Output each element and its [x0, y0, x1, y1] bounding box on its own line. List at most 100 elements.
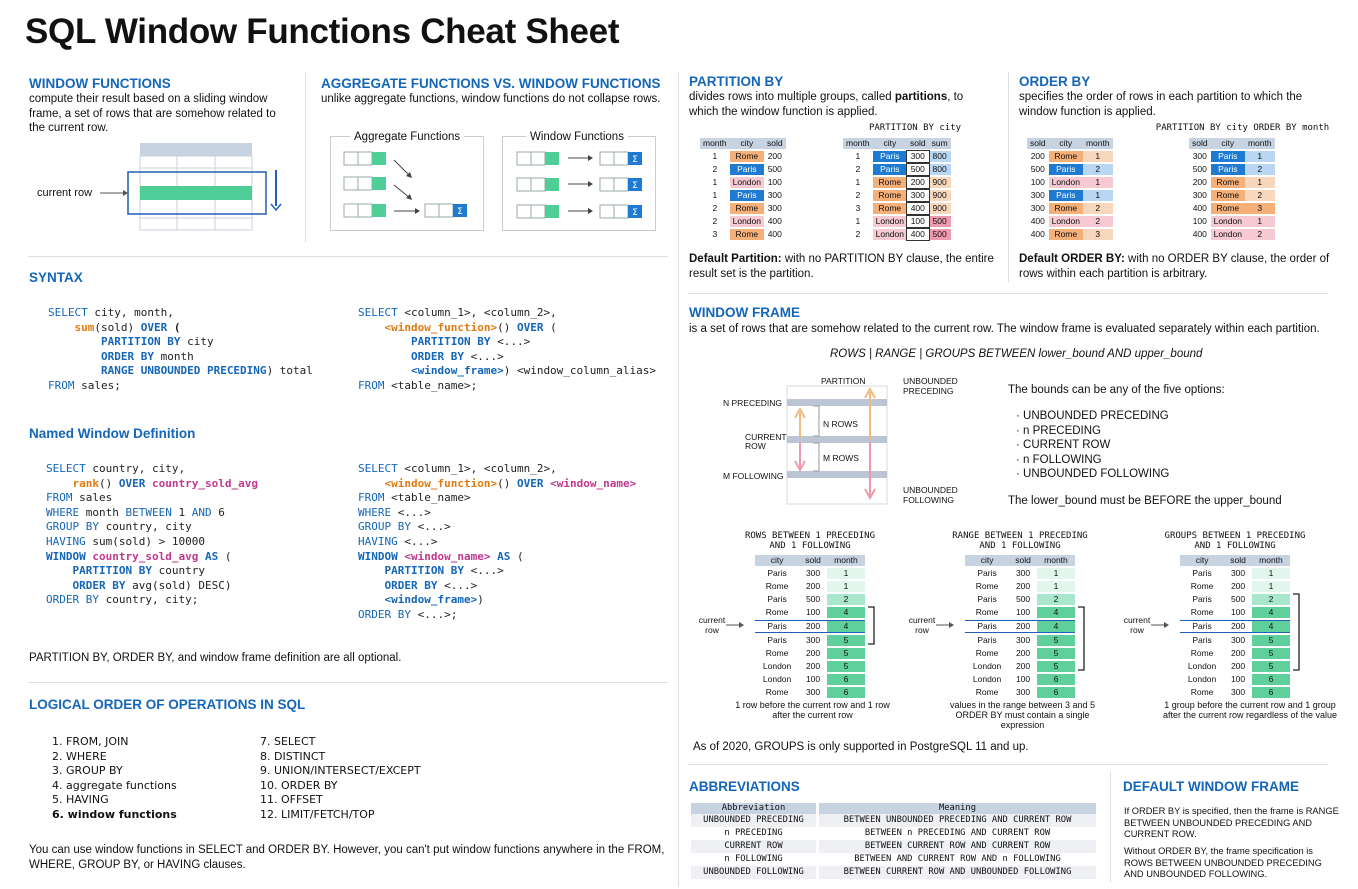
column-header: city [965, 555, 1010, 566]
table-cell: Paris [977, 594, 997, 604]
column-header: month [1036, 555, 1075, 566]
table-cell: Rome [975, 607, 999, 617]
table-cell: 1 [712, 190, 718, 200]
table-cell: 2 [1251, 594, 1290, 605]
logical-step: 11. OFFSET [260, 793, 323, 806]
table-cell: Rome [729, 203, 764, 214]
table-cell: London [972, 674, 1002, 684]
table-cell: 300 [906, 150, 930, 163]
table-cell: Rome [1210, 190, 1245, 201]
table-cell: 300 [1030, 190, 1045, 200]
table-cell: 200 [805, 661, 821, 671]
current-row-label: current row [908, 615, 936, 635]
table-cell: Rome [729, 151, 764, 162]
frame-example-title: GROUPS BETWEEN 1 PRECEDING AND 1 FOLLOWI… [1164, 531, 1306, 551]
column-header: sold [1009, 555, 1037, 566]
table-cell: 200 [1009, 620, 1037, 633]
table-cell: 200 [1192, 177, 1207, 187]
table-cell: 1 [826, 568, 865, 579]
syntax-heading: SYNTAX [29, 270, 83, 285]
table-cell: 2 [855, 164, 861, 174]
table-cell: London [872, 216, 907, 227]
table-cell: 500 [1192, 164, 1207, 174]
table-row: London 200 5 [755, 661, 865, 672]
table-cell: 400 [767, 229, 782, 239]
table-cell: Paris [755, 620, 800, 633]
table-cell: 300 [1015, 635, 1031, 645]
table-cell: 2 [1244, 190, 1275, 201]
table-cell: 300 [805, 635, 821, 645]
order-by-desc: specifies the order of rows in each part… [1019, 91, 1303, 118]
table-cell: Paris [872, 151, 907, 162]
table-cell: Paris [1210, 164, 1245, 175]
table-cell: 2 [712, 203, 718, 213]
window-frame-heading: WINDOW FRAME [689, 305, 800, 320]
table-cell: 200 [767, 151, 782, 161]
table-cell: Rome [975, 687, 999, 697]
table-cell: 2 [1244, 164, 1275, 175]
column-header: city [1048, 138, 1083, 149]
table-cell: London [762, 661, 792, 671]
table-cell: Rome [765, 607, 789, 617]
table-cell: 100 [805, 607, 821, 617]
table-cell: Paris [1048, 190, 1083, 201]
logical-order-left: 1. FROM, JOIN 2. WHERE 3. GROUP BY 4. ag… [52, 735, 177, 822]
table-cell: 3 [855, 203, 861, 213]
table-cell: 2 [1082, 216, 1113, 227]
table-cell: 500 [928, 229, 951, 240]
table-cell: UNBOUNDED PRECEDING [691, 814, 816, 827]
bound-option: · n PRECEDING [1016, 424, 1101, 437]
table-cell: 5 [1251, 648, 1290, 659]
partition-by-heading: PARTITION BY [689, 74, 784, 89]
table-cell: 5 [826, 661, 865, 672]
named-window-code-template: SELECT <column_1>, <column_2>, <window_f… [358, 462, 637, 621]
column-header: city [872, 138, 907, 149]
table-cell: 1 [855, 216, 861, 226]
table-cell: 6 [826, 687, 865, 698]
logical-step: 9. UNION/INTERSECT/EXCEPT [260, 764, 421, 777]
table-cell: Rome [1190, 607, 1214, 617]
column-header: month [826, 555, 865, 566]
syntax-code-template: SELECT <column_1>, <column_2>, <window_f… [358, 306, 657, 392]
partition-table-title: PARTITION BY city [868, 123, 962, 133]
column-header: city [729, 138, 764, 149]
table-cell: 300 [805, 568, 821, 578]
frame-current-row-label: CURRENT ROW [745, 432, 787, 451]
column-header: sold [764, 138, 786, 149]
table-cell: London [872, 229, 907, 240]
table-cell: 400 [906, 228, 930, 241]
default-orderby-note: Default ORDER BY: with no ORDER BY claus… [1019, 253, 1330, 280]
default-window-frame-p2: Without ORDER BY, the frame specificatio… [1124, 846, 1322, 879]
table-cell: 400 [1030, 229, 1045, 239]
table-cell: Rome [872, 190, 907, 201]
table-cell: 6 [826, 674, 865, 685]
table-cell: 5 [826, 635, 865, 646]
table-cell: 200 [805, 648, 821, 658]
order-by-heading: ORDER BY [1019, 74, 1091, 89]
logical-order-note: You can use window functions in SELECT a… [29, 844, 665, 871]
abbreviations-heading: ABBREVIATIONS [689, 779, 800, 794]
frame-m-following-label: M FOLLOWING [723, 471, 784, 481]
window-frame-desc: is a set of rows that are somehow relate… [689, 323, 1320, 335]
table-cell: Rome [872, 177, 907, 188]
frame-diagram: PARTITION UNBOUNDED PRECEDING N PRECEDIN… [720, 372, 980, 507]
column-header: Abbreviation [691, 803, 816, 814]
page-title: SQL Window Functions Cheat Sheet [25, 12, 620, 51]
optional-note: PARTITION BY, ORDER BY, and window frame… [29, 652, 402, 664]
table-cell: 1 [712, 151, 718, 161]
current-row-label: current row [698, 615, 726, 635]
table-cell: 500 [1230, 594, 1246, 604]
table-cell: 800 [928, 151, 951, 162]
